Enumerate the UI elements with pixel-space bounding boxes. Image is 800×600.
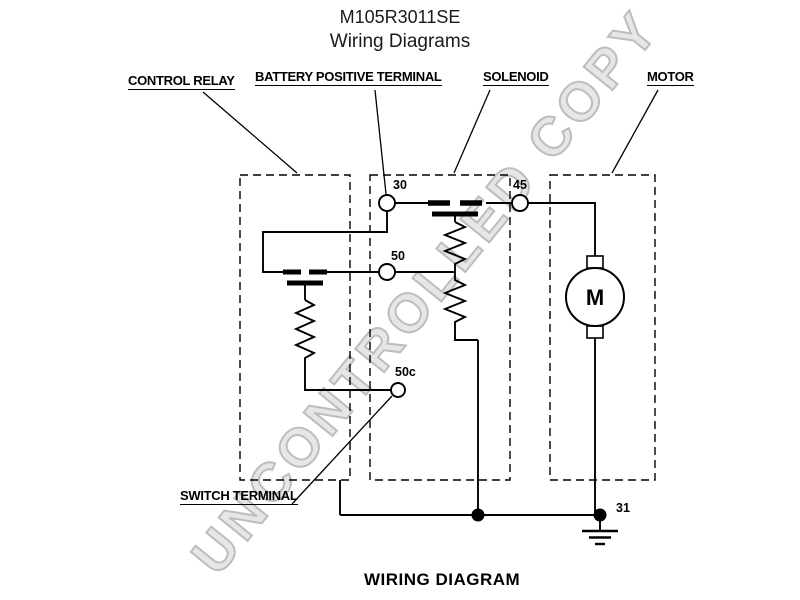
battery-positive-leader bbox=[374, 89, 387, 195]
solenoid-leader bbox=[453, 89, 491, 174]
terminal-31-label: 31 bbox=[616, 501, 630, 515]
wire-30-to-relay bbox=[262, 211, 388, 273]
motor-m-text: M bbox=[586, 285, 604, 310]
motor-box bbox=[549, 174, 656, 481]
terminal-50c-label: 50c bbox=[395, 365, 416, 379]
terminal-30-label: 30 bbox=[393, 178, 407, 192]
wiring-diagram-caption: WIRING DIAGRAM bbox=[364, 570, 521, 589]
terminal-50c-circle bbox=[390, 382, 406, 398]
control-relay-leader bbox=[202, 91, 298, 174]
terminal-50-circle bbox=[378, 263, 396, 281]
motor-brush-top bbox=[586, 255, 604, 269]
ground-symbol bbox=[582, 529, 618, 546]
terminal-50-label: 50 bbox=[391, 249, 405, 263]
wire-45-to-motor bbox=[528, 202, 596, 256]
part-number-title: M105R3011SE bbox=[339, 7, 461, 27]
junction-dot-solenoid bbox=[471, 508, 485, 522]
terminal-45-label: 45 bbox=[513, 178, 527, 192]
switch-terminal-leader bbox=[291, 395, 393, 505]
relay-coil bbox=[293, 299, 391, 391]
relay-contacts bbox=[283, 269, 327, 300]
switch-terminal-label: SWITCH TERMINAL bbox=[180, 488, 298, 505]
motor-symbol: M bbox=[565, 255, 625, 339]
motor-circle bbox=[565, 267, 625, 327]
motor-label: MOTOR bbox=[647, 69, 694, 86]
wires bbox=[262, 202, 601, 530]
solenoid-hold-in-winding bbox=[442, 272, 478, 341]
page-subtitle: Wiring Diagrams bbox=[329, 31, 471, 52]
control-relay-box bbox=[239, 174, 351, 481]
solenoid-box bbox=[369, 174, 511, 481]
solenoid-pull-in-winding bbox=[442, 221, 468, 272]
control-relay-label: CONTROL RELAY bbox=[128, 73, 235, 90]
motor-brush-bottom bbox=[586, 325, 604, 339]
battery-positive-terminal-label: BATTERY POSITIVE TERMINAL bbox=[255, 69, 442, 86]
label-leader-lines bbox=[202, 89, 659, 505]
terminal-45-circle bbox=[511, 194, 529, 212]
solenoid-label: SOLENOID bbox=[483, 69, 549, 86]
solenoid-contacts bbox=[428, 200, 482, 222]
junction-dot-ground bbox=[593, 508, 607, 522]
motor-leader bbox=[611, 89, 659, 174]
terminal-30-circle bbox=[378, 194, 396, 212]
